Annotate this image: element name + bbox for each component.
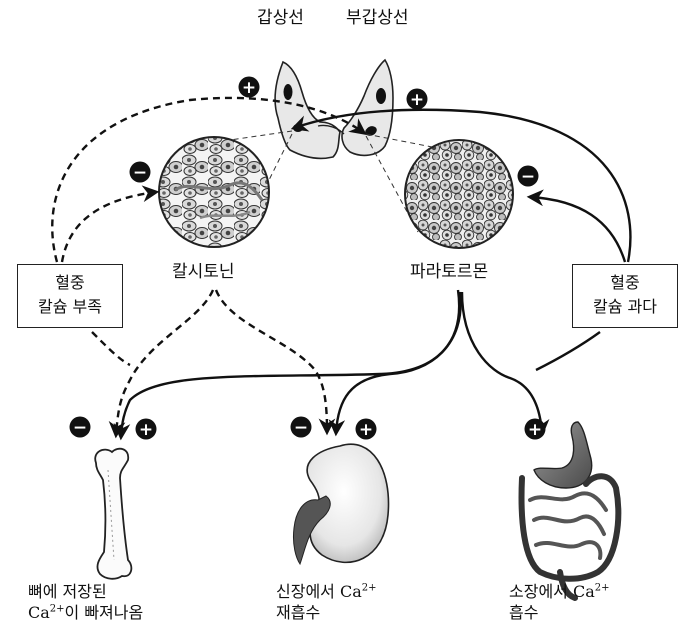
plus-marker: + <box>356 419 377 441</box>
svg-text:−: − <box>73 418 87 438</box>
box-high-line1: 혈중 <box>573 271 677 295</box>
box-high-line2: 칼슘 과다 <box>573 295 677 319</box>
arrow-calcitonin-to-kidney <box>216 290 327 432</box>
bone-illustration <box>95 449 131 579</box>
kidney-illustration <box>293 444 388 564</box>
minus-marker: − <box>291 417 312 439</box>
plus-marker: + <box>525 419 546 441</box>
caption-kidney-line2: 재흡수 <box>276 603 377 624</box>
caption-bone-ca: Ca <box>28 603 50 622</box>
svg-text:−: − <box>521 167 535 187</box>
box-high-blood-calcium: 혈중 칼슘 과다 <box>572 264 678 328</box>
plus-marker: + <box>136 419 157 441</box>
minus-marker: − <box>518 166 539 188</box>
caption-intestine-prefix: 소장에서 Ca <box>509 582 595 601</box>
arrow-calcitonin-to-bone <box>116 290 213 435</box>
svg-text:+: + <box>528 420 542 440</box>
label-parathormone: 파라토르몬 <box>410 262 488 283</box>
arrows <box>52 98 630 437</box>
box-low-blood-calcium: 혈중 칼슘 부족 <box>17 264 123 328</box>
digestive-tract-illustration <box>522 422 619 598</box>
caption-intestine-charge: 2+ <box>595 583 610 594</box>
svg-text:+: + <box>242 78 256 98</box>
label-thyroid: 갑상선 <box>257 8 304 29</box>
caption-intestine-line1: 소장에서 Ca2+ <box>509 582 610 603</box>
line-intestine-to-high <box>536 332 600 370</box>
caption-kidney: 신장에서 Ca2+ 재흡수 <box>276 582 377 624</box>
arrow-high-to-ptcell <box>530 197 625 262</box>
plus-marker: + <box>407 89 428 111</box>
minus-marker: − <box>130 162 151 184</box>
caption-bone-line2: Ca2+이 빠져나옴 <box>28 603 143 624</box>
caption-kidney-charge: 2+ <box>362 583 377 594</box>
box-low-line2: 칼슘 부족 <box>18 295 122 319</box>
caption-bone-rest: 이 빠져나옴 <box>65 603 144 622</box>
plus-marker: + <box>239 77 260 99</box>
caption-kidney-line1: 신장에서 Ca2+ <box>276 582 377 603</box>
thyroid-gland <box>275 60 393 158</box>
caption-intestine: 소장에서 Ca2+ 흡수 <box>509 582 610 624</box>
arrow-pth-to-bone <box>121 290 459 437</box>
svg-text:−: − <box>294 418 308 438</box>
label-parathyroid: 부갑상선 <box>346 8 409 29</box>
label-calcitonin: 칼시토닌 <box>172 262 235 283</box>
caption-intestine-line2: 흡수 <box>509 603 610 624</box>
arrow-low-to-ccell <box>62 192 156 262</box>
svg-text:+: + <box>139 420 153 440</box>
svg-text:+: + <box>410 90 424 110</box>
arrow-pth-to-intestine <box>462 292 542 433</box>
line-low-to-bone <box>92 332 130 365</box>
arrow-pth-to-kidney <box>336 292 461 433</box>
box-low-line1: 혈중 <box>18 271 122 295</box>
caption-kidney-prefix: 신장에서 Ca <box>276 582 362 601</box>
minus-marker: − <box>70 417 91 439</box>
caption-bone-line1: 뼈에 저장된 <box>28 582 143 603</box>
parathyroid-cell-magnification <box>405 140 513 248</box>
caption-bone: 뼈에 저장된 Ca2+이 빠져나옴 <box>28 582 143 624</box>
c-cell-magnification <box>159 137 269 247</box>
svg-text:+: + <box>359 420 373 440</box>
caption-bone-charge: 2+ <box>50 603 65 614</box>
svg-text:−: − <box>133 163 147 183</box>
